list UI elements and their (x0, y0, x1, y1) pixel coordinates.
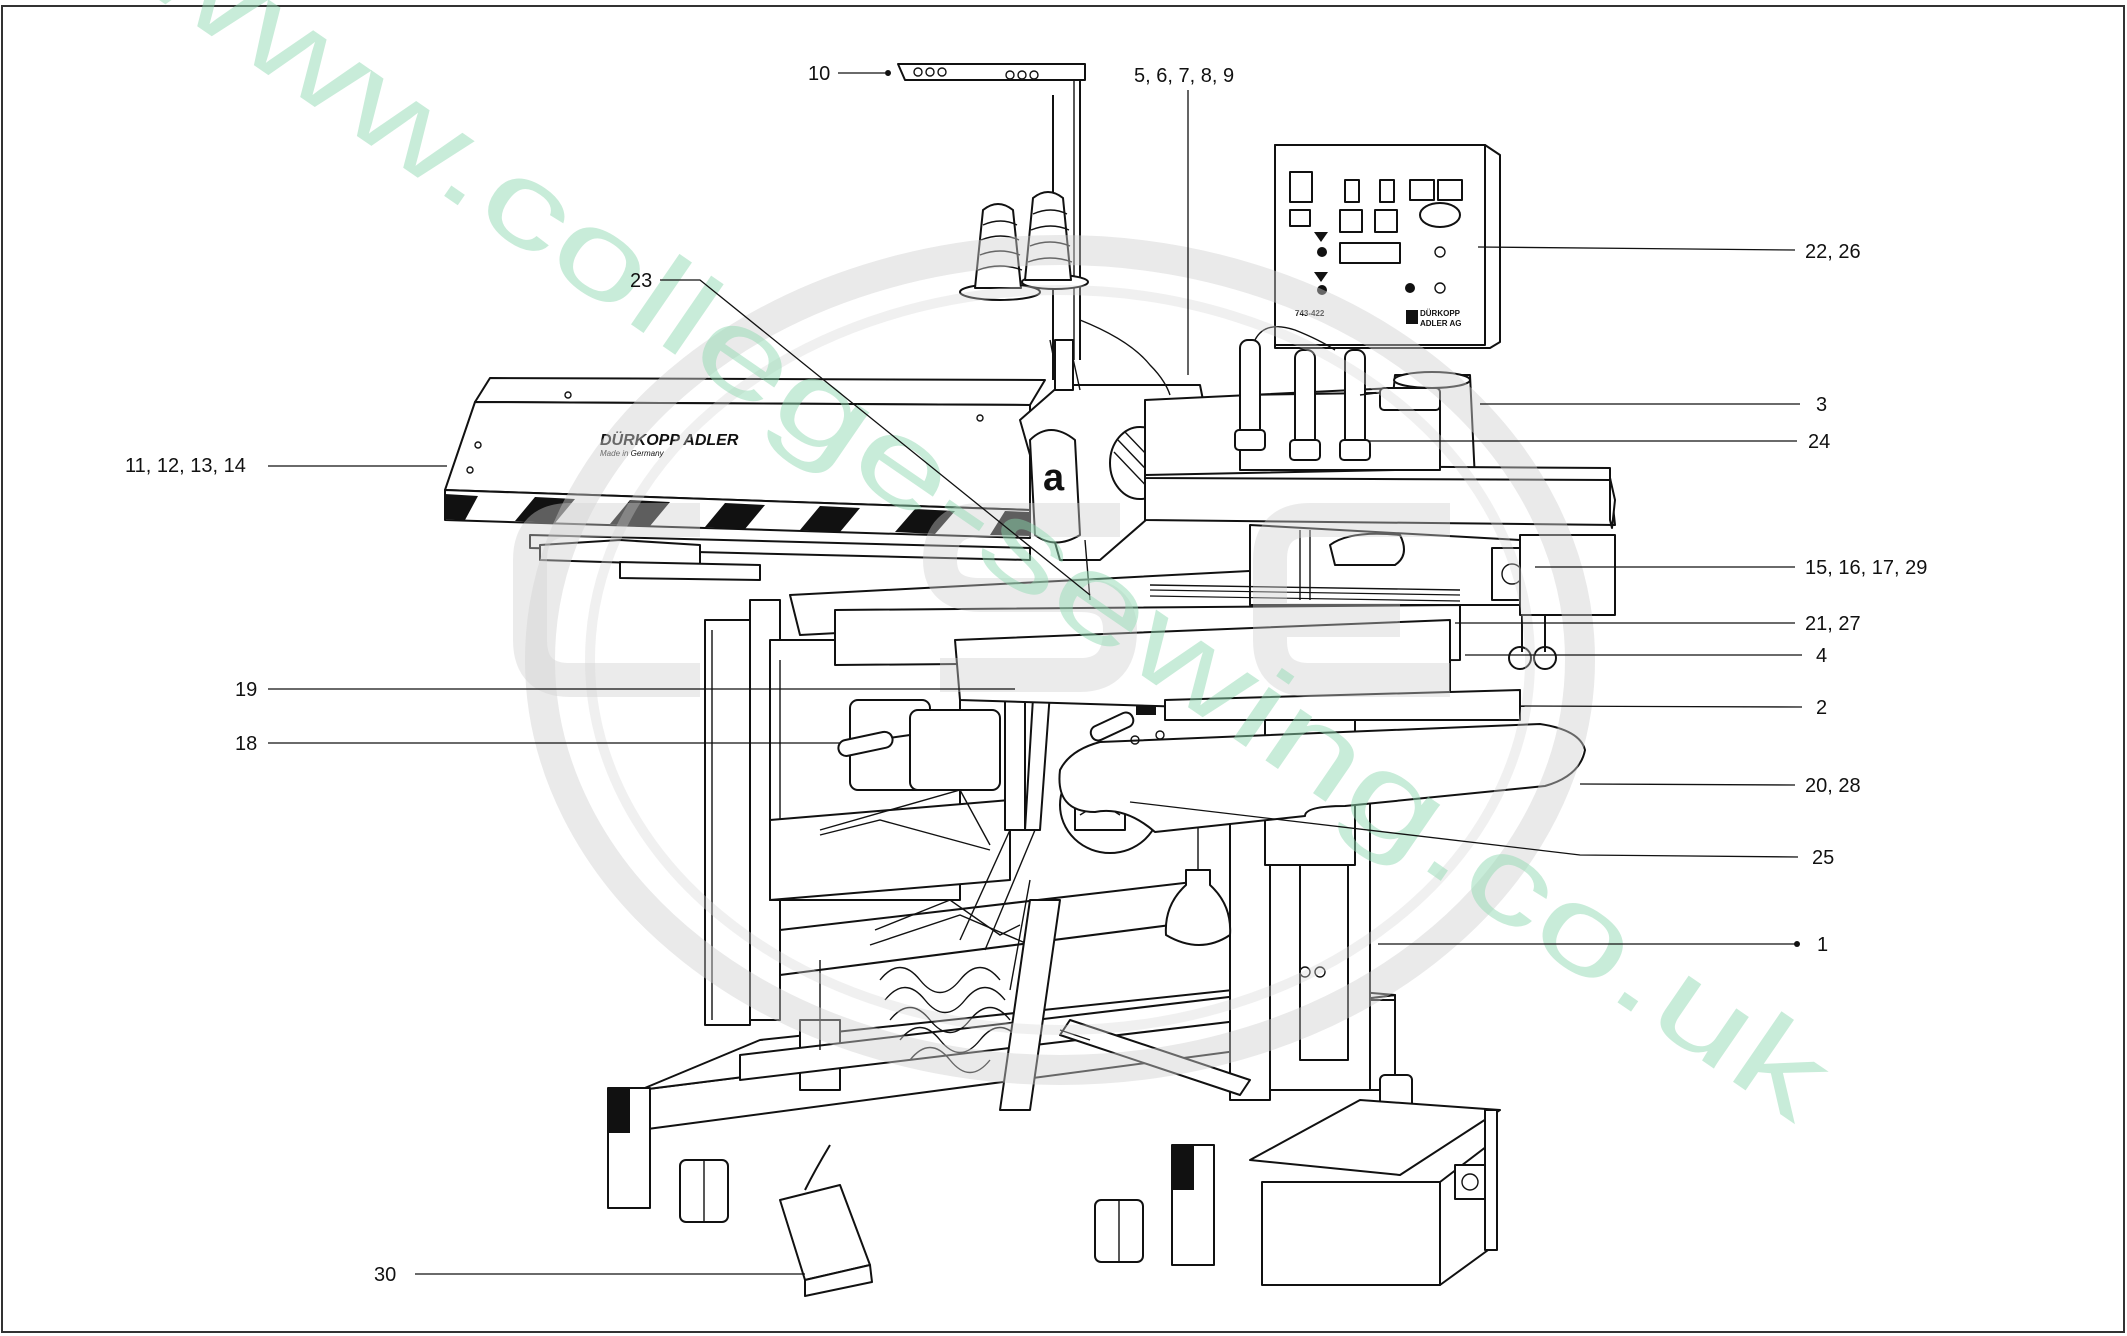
warning-stripes (445, 494, 1030, 536)
callout-1: 1 (1378, 934, 1828, 956)
air-hose-coil (879, 879, 1251, 1111)
callout-21-27: 21, 27 (1455, 613, 1861, 635)
svg-text:10: 10 (808, 63, 830, 85)
svg-text:20, 28: 20, 28 (1805, 775, 1861, 797)
svg-text:25: 25 (1812, 847, 1834, 869)
svg-text:2: 2 (1816, 697, 1827, 719)
svg-text:21, 27: 21, 27 (1805, 613, 1861, 635)
callout-4: 4 (1465, 645, 1827, 667)
right-housing (1144, 464, 1616, 670)
svg-text:30: 30 (374, 1264, 396, 1286)
control-model-text: 743-422 (1295, 309, 1325, 318)
callout-18: 18 (235, 733, 840, 755)
control-maker-top: DÜRKOPP (1420, 309, 1461, 318)
watermark-logo-icon (513, 235, 1595, 1085)
callout-30: 30 (374, 1264, 805, 1286)
pedal-box (1249, 1099, 1501, 1286)
foot-pedal (779, 1144, 873, 1297)
svg-text:1: 1 (1817, 934, 1828, 956)
svg-text:a: a (1043, 457, 1065, 499)
callout-5-6-7-8-9: 5, 6, 7, 8, 9 (1134, 65, 1234, 375)
brand-made-in: Made in Germany (600, 449, 665, 458)
callout-2: 2 (1519, 697, 1827, 719)
table-extension (1058, 711, 1586, 833)
svg-text:19: 19 (235, 679, 257, 701)
pneumatic-cylinders (1144, 326, 1441, 476)
stand-frame (607, 984, 1413, 1266)
callout-25: 25 (1129, 801, 1834, 869)
callout-22-26: 22, 26 (1477, 241, 1861, 263)
callouts: 10 5, 6, 7, 8, 9 22, 26 23 11, 12, 13, 1… (125, 63, 1927, 1286)
callout-15-16-17-29: 15, 16, 17, 29 (1535, 557, 1927, 579)
callout-3: 3 (1480, 394, 1827, 416)
callout-11-12-13-14: 11, 12, 13, 14 (125, 455, 447, 477)
callout-10: 10 (808, 63, 891, 85)
callout-23: 23 (630, 270, 1091, 596)
svg-text:5, 6, 7, 8, 9: 5, 6, 7, 8, 9 (1134, 65, 1234, 87)
thread-stand (897, 63, 1089, 380)
svg-text:4: 4 (1816, 645, 1827, 667)
svg-text:3: 3 (1816, 394, 1827, 416)
callout-20-28: 20, 28 (1579, 775, 1861, 797)
svg-text:22, 26: 22, 26 (1805, 241, 1861, 263)
svg-text:24: 24 (1808, 431, 1830, 453)
svg-text:23: 23 (630, 270, 652, 292)
page-frame (1, 5, 2125, 1333)
svg-text:15, 16, 17, 29: 15, 16, 17, 29 (1805, 557, 1927, 579)
callout-24: 24 (1368, 431, 1830, 453)
callout-19: 19 (235, 679, 1015, 701)
svg-text:11, 12, 13, 14: 11, 12, 13, 14 (125, 455, 246, 477)
control-maker-bottom: ADLER AG (1420, 319, 1461, 328)
sewing-machine-illustration: 743-422 DÜRKOPP ADLER AG (444, 63, 1616, 1297)
svg-text:18: 18 (235, 733, 257, 755)
brand-name: DÜRKOPP ADLER (600, 430, 739, 449)
control-box: 743-422 DÜRKOPP ADLER AG (1274, 144, 1501, 349)
work-table (789, 559, 1521, 721)
